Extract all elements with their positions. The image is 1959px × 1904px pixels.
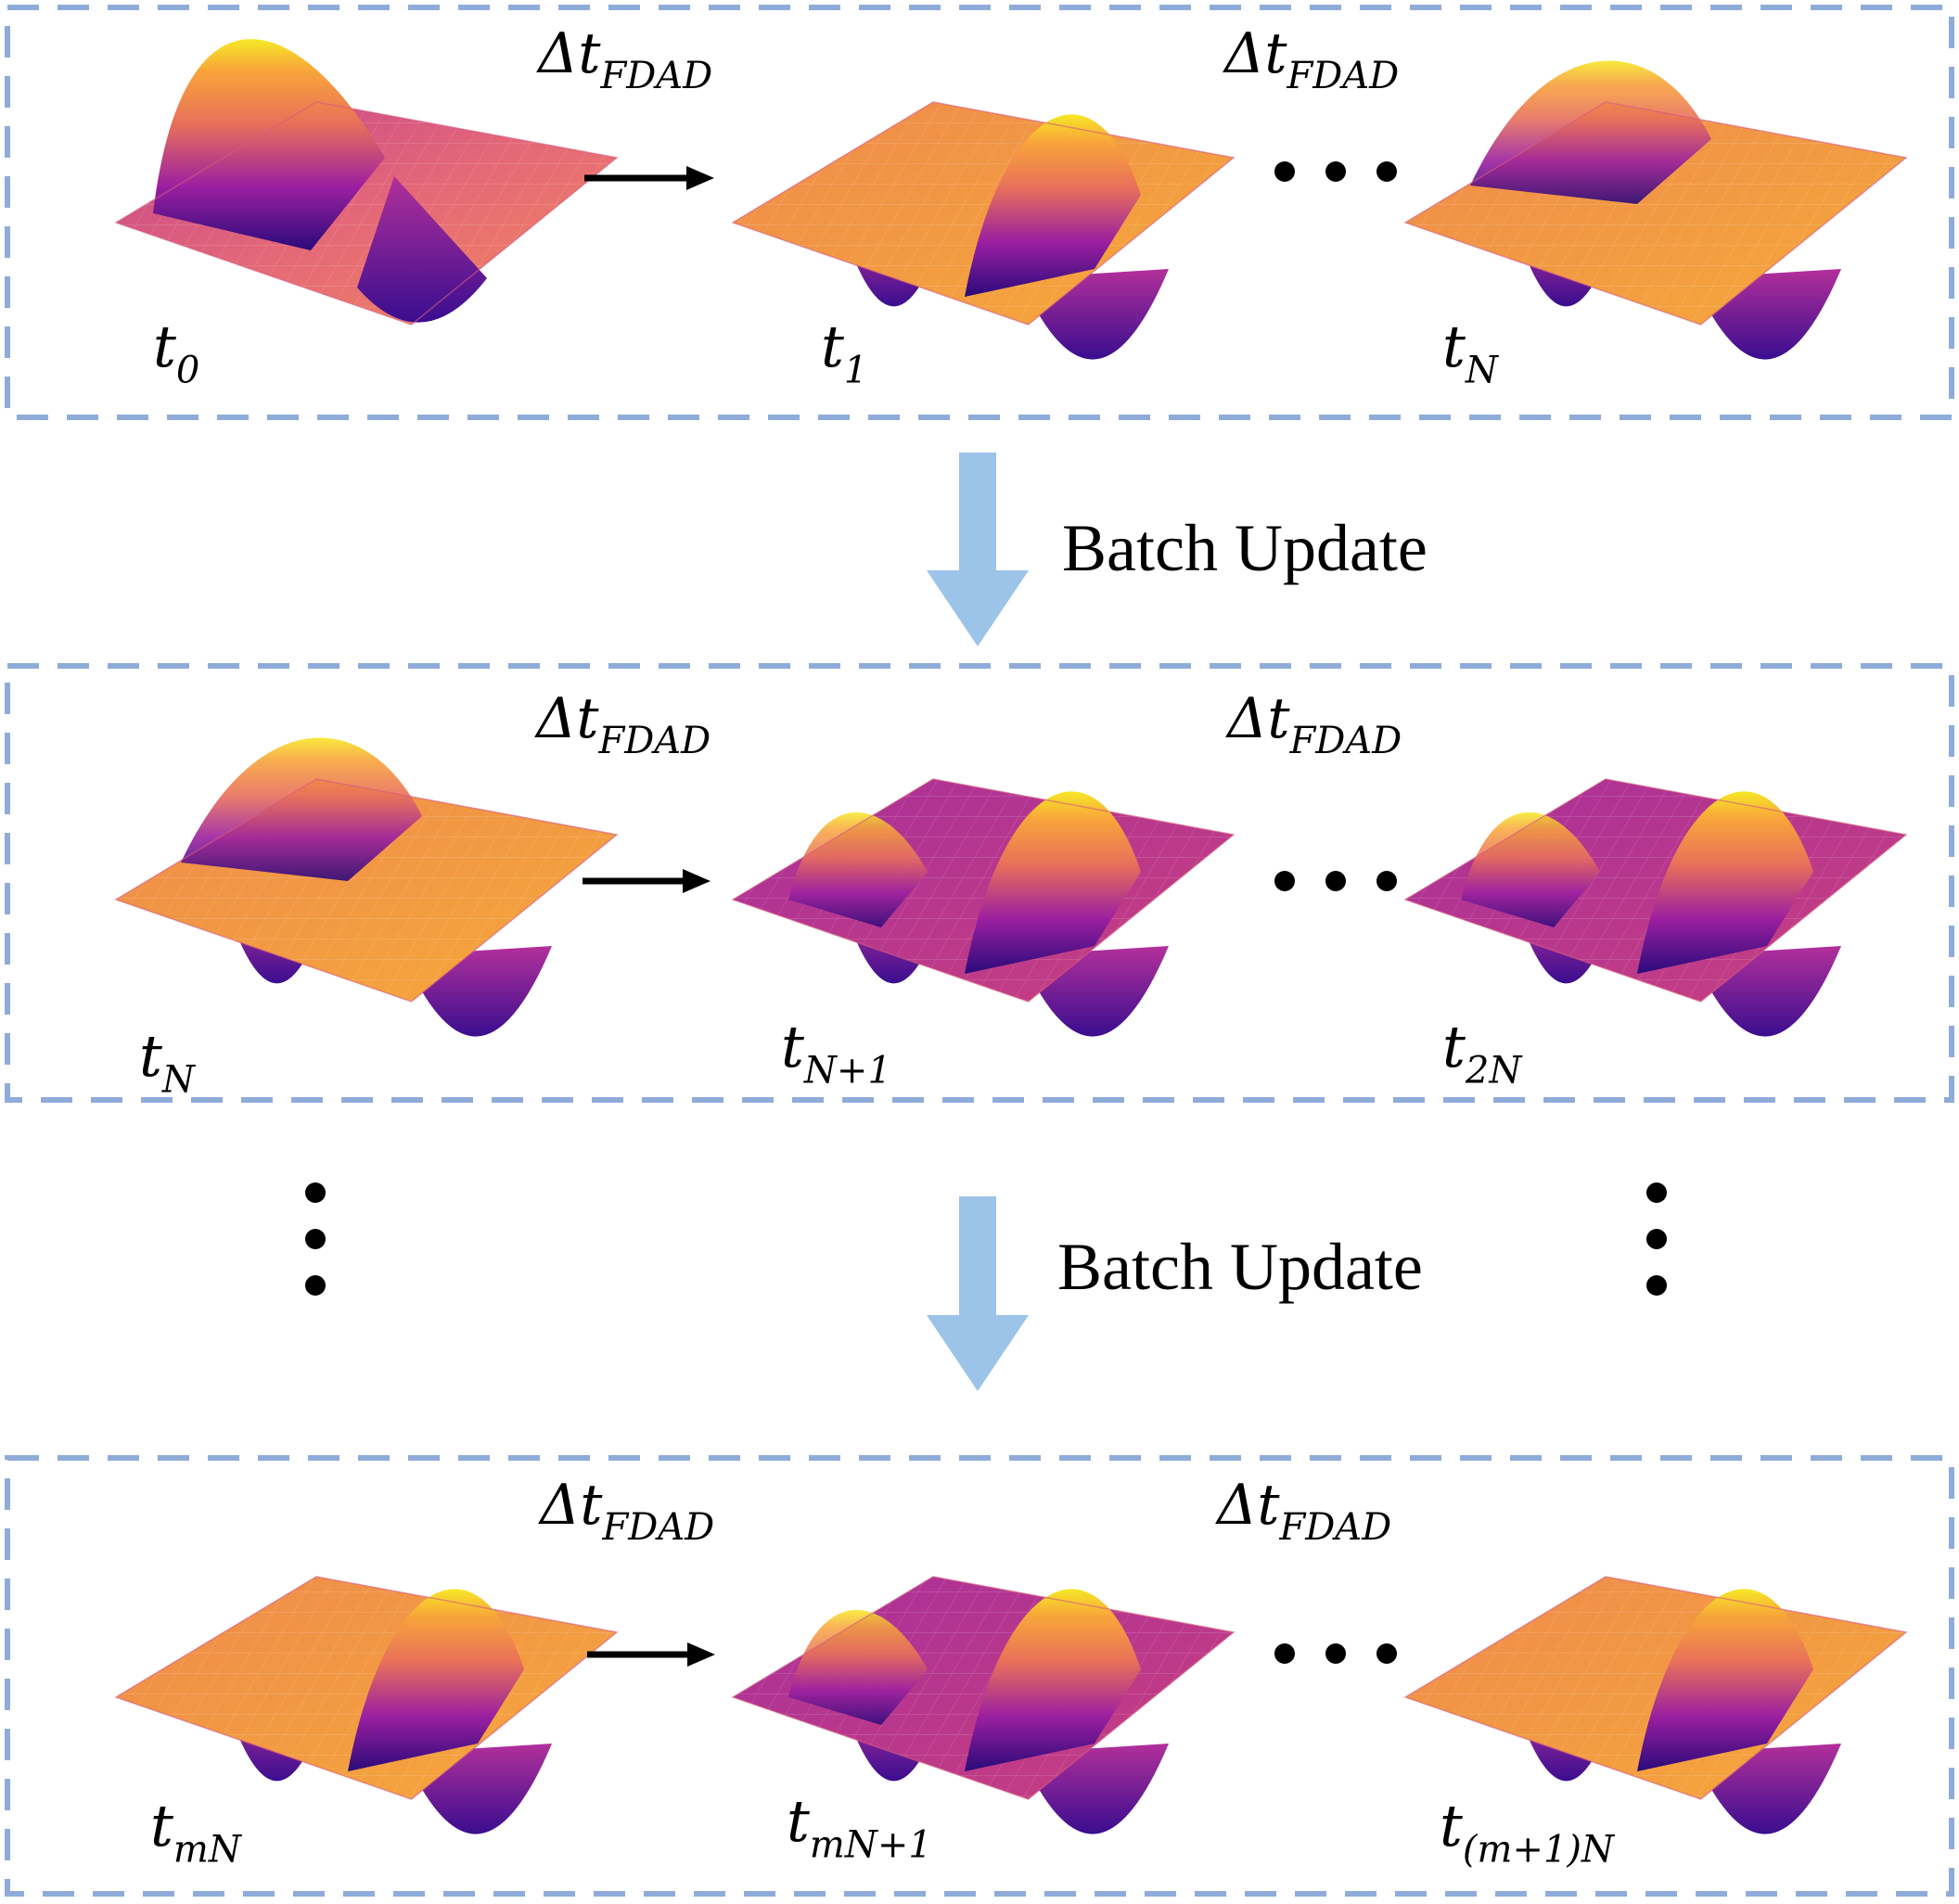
vertical-ellipsis-icon [1646, 1182, 1667, 1296]
surface-plot-row1-col2 [731, 101, 1236, 360]
surface-plot-row3-col1 [114, 1576, 619, 1834]
surface-plot-row2-col3 [1403, 778, 1908, 1037]
dashed-panel-3 [5, 1455, 1954, 1897]
batch-update-label: Batch Update [1062, 511, 1428, 585]
surface-plot-row3-col3 [1403, 1576, 1908, 1834]
surface-plot-row1-col1 [114, 39, 619, 326]
right-arrow-icon [587, 1642, 715, 1667]
delta-t-label-row2-2: ΔtFDAD [1225, 686, 1402, 762]
time-label-row3-1: tmN [150, 1792, 243, 1871]
time-label-row1-2: t1 [821, 313, 867, 391]
delta-t-label-row3-2: ΔtFDAD [1215, 1473, 1391, 1549]
delta-t-label-row1-1: ΔtFDAD [536, 21, 712, 97]
time-label-row1-1: t0 [153, 313, 199, 391]
right-arrow-icon [584, 166, 714, 190]
delta-t-label-row3-1: ΔtFDAD [538, 1473, 714, 1549]
vertical-ellipsis-icon [305, 1182, 326, 1296]
surface-plot-row1-col3 [1403, 60, 1908, 360]
surface-plot-row2-col1 [114, 737, 619, 1037]
dashed-panel-2 [5, 663, 1954, 1103]
time-label-row2-2: tN+1 [781, 1013, 891, 1092]
delta-t-label-row2-1: ΔtFDAD [534, 686, 711, 762]
time-label-row3-3: t(m+1)N [1440, 1792, 1616, 1871]
down-arrow-icon [927, 1196, 1029, 1391]
time-label-row2-1: tN [139, 1022, 197, 1101]
batch-update-label: Batch Update [1057, 1230, 1423, 1304]
down-arrow-icon [927, 453, 1029, 646]
ellipsis-icon [1274, 161, 1397, 182]
surface-plot-row3-col2 [731, 1576, 1236, 1834]
delta-t-label-row1-2: ΔtFDAD [1223, 21, 1399, 97]
ellipsis-icon [1274, 1643, 1397, 1664]
surface-plot-row2-col2 [731, 778, 1236, 1037]
time-label-row3-2: tmN+1 [787, 1787, 932, 1866]
dashed-panel-1 [5, 5, 1954, 420]
time-label-row2-3: t2N [1442, 1013, 1523, 1092]
time-label-row1-3: tN [1442, 313, 1500, 391]
ellipsis-icon [1274, 871, 1397, 891]
right-arrow-icon [583, 869, 711, 893]
